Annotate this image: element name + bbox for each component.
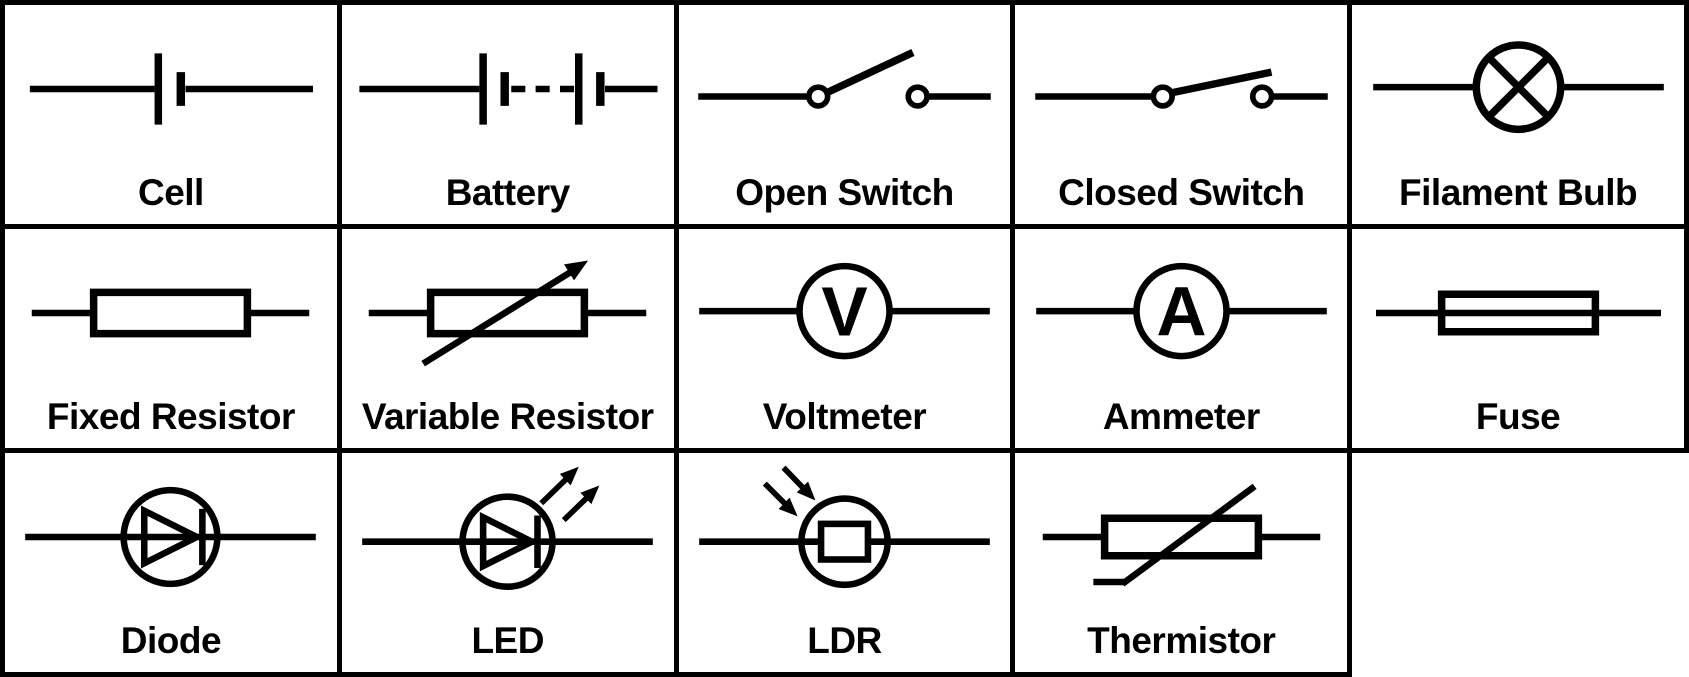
cell-filament-bulb: Filament Bulb [1347,0,1689,229]
symbol-row-3: Diode LED LDR Thermistor [0,448,1687,677]
cell-battery: Battery [336,0,679,229]
cell-ldr: LDR [673,448,1016,677]
ammeter-icon: A [1035,262,1327,360]
symbol-box: A Ammeter [1015,229,1347,448]
ldr-icon [699,465,990,588]
symbol-box: Diode [5,453,337,672]
symbol-box: LDR [679,453,1011,672]
symbol-area [342,453,674,620]
symbol-box: Variable Resistor [342,229,674,448]
symbol-area [342,229,674,396]
closed-switch-icon [1035,68,1328,109]
meter-letter: V [821,272,867,350]
symbol-label: Fixed Resistor [46,396,295,438]
variable-resistor-icon [368,260,647,367]
symbol-box: Battery [342,5,674,224]
symbol-box: Fuse [1352,229,1684,448]
symbol-row-1: Cell Battery Open Switch Closed Switch Filam… [0,0,1689,229]
symbol-box: Cell [5,5,337,224]
cell-thermistor: Thermistor [1010,448,1353,677]
symbol-area [5,453,337,620]
symbol-label: Diode [120,620,222,662]
cell-closed-switch: Closed Switch [1010,0,1353,229]
battery-icon [359,53,658,125]
symbol-label: LDR [807,620,882,662]
diode-icon [25,486,317,587]
cell-cell: Cell [0,0,342,229]
symbol-area [679,5,1011,172]
led-icon [362,466,653,590]
symbol-box: Closed Switch [1015,5,1347,224]
symbol-area [1015,453,1347,620]
fuse-icon [1375,290,1661,336]
symbol-box: Open Switch [679,5,1011,224]
symbol-label: Cell [137,172,204,214]
symbol-label: Battery [445,172,571,214]
filament-bulb-icon [1372,40,1664,133]
symbol-area: V [679,229,1011,396]
empty-region [1349,450,1687,675]
voltmeter-icon: V [699,262,990,360]
fixed-resistor-icon [32,288,310,338]
symbol-label: Variable Resistor [361,396,654,438]
symbol-area [5,5,337,172]
symbol-area [1352,229,1684,396]
cell-ammeter: A Ammeter [1010,224,1353,453]
cell-variable-resistor: Variable Resistor [336,224,679,453]
thermistor-icon [1042,483,1321,587]
open-switch-icon [698,48,991,109]
symbol-label: Ammeter [1102,396,1260,438]
symbol-box: Fixed Resistor [5,229,337,448]
symbol-area [1015,5,1347,172]
cell-diode: Diode [0,448,342,677]
symbol-area [342,5,674,172]
cell-led: LED [336,448,679,677]
cell-open-switch: Open Switch [673,0,1016,229]
symbol-area: A [1015,229,1347,396]
symbol-label: Fuse [1475,396,1561,438]
symbol-box: Filament Bulb [1352,5,1684,224]
cell-fuse: Fuse [1347,224,1689,453]
cell-fixed-resistor: Fixed Resistor [0,224,342,453]
cell-voltmeter: V Voltmeter [673,224,1016,453]
symbol-area [5,229,337,396]
symbol-label: Open Switch [735,172,954,214]
symbol-label: Closed Switch [1058,172,1305,214]
symbol-label: Voltmeter [762,396,927,438]
cell-icon [30,53,314,125]
symbol-area [679,453,1011,620]
symbol-row-2: Fixed Resistor Variable Resistor V Voltmete… [0,224,1689,453]
symbol-label: Filament Bulb [1399,172,1638,214]
symbol-area [1352,5,1684,172]
symbol-box: Thermistor [1015,453,1347,672]
meter-letter: A [1156,272,1206,350]
symbol-label: Thermistor [1087,620,1276,662]
symbol-box: LED [342,453,674,672]
symbol-label: LED [471,620,544,662]
symbol-box: V Voltmeter [679,229,1011,448]
